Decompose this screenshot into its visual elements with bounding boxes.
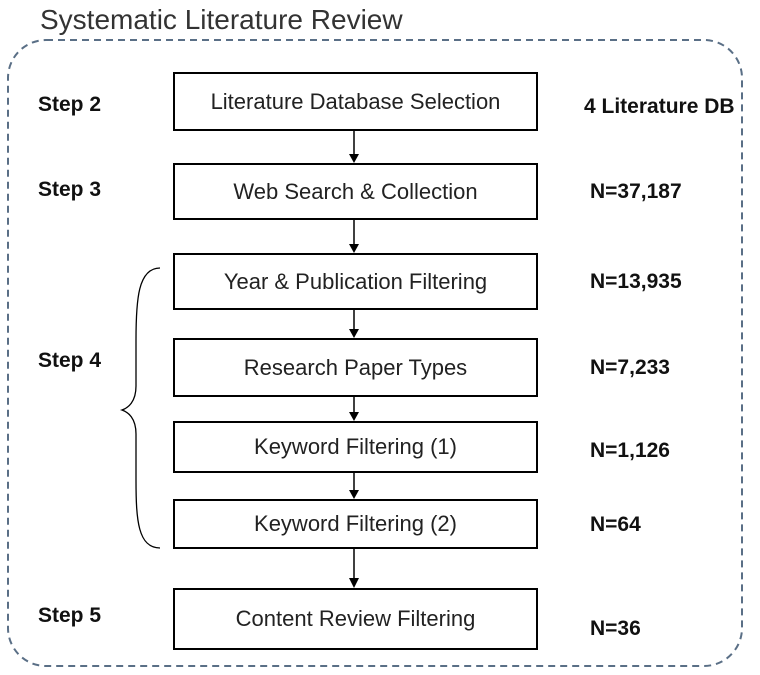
result-year-publication: N=13,935 (590, 270, 682, 293)
diagram-title: Systematic Literature Review (40, 4, 403, 35)
arrow-1 (349, 131, 359, 163)
box-keyword-filtering-2: Keyword Filtering (2) (173, 499, 538, 549)
step-4-label: Step 4 (38, 349, 102, 372)
result-web-search: N=37,187 (590, 180, 682, 203)
box-literature-database-selection: Literature Database Selection (173, 72, 538, 131)
step-5-label: Step 5 (38, 604, 102, 627)
box-content-review-filtering: Content Review Filtering (173, 588, 538, 650)
step-3-label: Step 3 (38, 178, 102, 201)
result-literature-db: 4 Literature DB (584, 95, 735, 118)
arrow-3 (349, 310, 359, 338)
step-2-label: Step 2 (38, 93, 102, 116)
arrow-5 (349, 473, 359, 499)
box-keyword-filtering-1: Keyword Filtering (1) (173, 421, 538, 473)
result-keyword-filtering-1: N=1,126 (590, 439, 670, 462)
arrow-4 (349, 397, 359, 421)
box-web-search-collection: Web Search & Collection (173, 163, 538, 220)
box-research-paper-types: Research Paper Types (173, 338, 538, 397)
box-year-publication-filtering: Year & Publication Filtering (173, 253, 538, 310)
result-content-review: N=36 (590, 617, 641, 640)
result-research-paper-types: N=7,233 (590, 356, 670, 379)
review-frame (7, 39, 743, 667)
arrow-2 (349, 220, 359, 253)
arrow-6 (349, 549, 359, 588)
step4-brace (119, 267, 161, 549)
result-keyword-filtering-2: N=64 (590, 513, 641, 536)
